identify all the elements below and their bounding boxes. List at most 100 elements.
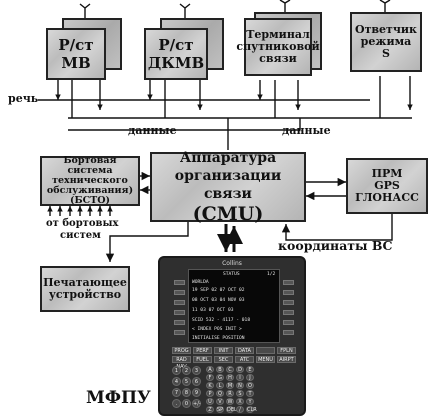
cmu-line3: (CMU) bbox=[192, 203, 264, 225]
xpdr-line2: режима bbox=[360, 35, 412, 48]
transponder-block: Ответчик режима S bbox=[350, 12, 422, 72]
gps-line3: ГЛОНАСС bbox=[355, 191, 419, 204]
data-label-right: данные bbox=[282, 124, 331, 137]
mcdu-label: МФПУ bbox=[86, 388, 151, 408]
function-key-r2-6[interactable]: AIRPT bbox=[277, 356, 296, 363]
function-key-r1-4[interactable]: DATA bbox=[235, 347, 254, 354]
letter-key-12[interactable]: L bbox=[216, 382, 224, 389]
screen-line-1: WORLDA bbox=[192, 280, 209, 285]
digit-key-4[interactable]: 4 bbox=[172, 377, 181, 386]
digit-key-10[interactable]: . bbox=[172, 399, 181, 408]
letter-key-21[interactable]: U bbox=[206, 398, 214, 405]
letter-key-8[interactable]: H bbox=[226, 374, 234, 381]
mcdu-screen: STATUS 1/2 WORLDA 19 SEP 02 07 OCT 02 08… bbox=[188, 269, 280, 343]
bsto-line1: Бортовая bbox=[63, 155, 117, 166]
letter-key-25[interactable]: Y bbox=[246, 398, 254, 405]
bsto-block: Бортовая система технического обслуживан… bbox=[40, 156, 140, 206]
letter-key-29[interactable]: / bbox=[236, 406, 244, 413]
letter-key-9[interactable]: I bbox=[236, 374, 244, 381]
line-select-key-left-6[interactable] bbox=[174, 330, 185, 335]
radio-mv-line1: Р/ст bbox=[58, 36, 94, 54]
digit-key-5[interactable]: 5 bbox=[182, 377, 191, 386]
mcdu-brand: Collins bbox=[222, 260, 242, 267]
function-key-r2-4[interactable]: ATC bbox=[235, 356, 254, 363]
line-select-key-right-1[interactable] bbox=[283, 280, 294, 285]
letter-key-23[interactable]: W bbox=[226, 398, 234, 405]
letter-key-22[interactable]: V bbox=[216, 398, 224, 405]
line-select-key-right-5[interactable] bbox=[283, 320, 294, 325]
letter-key-1[interactable]: A bbox=[206, 366, 214, 373]
function-key-r1-5[interactable] bbox=[256, 347, 275, 354]
bsto-line5: (БСТО) bbox=[69, 195, 110, 206]
letter-key-18[interactable]: R bbox=[226, 390, 234, 397]
letter-key-2[interactable]: B bbox=[216, 366, 224, 373]
letter-key-15[interactable]: O bbox=[246, 382, 254, 389]
letter-key-4[interactable]: D bbox=[236, 366, 244, 373]
letter-key-13[interactable]: M bbox=[226, 382, 234, 389]
cmu-block: Аппаратура организации связи (CMU) bbox=[150, 150, 306, 225]
function-key-r1-3[interactable]: INIT bbox=[214, 347, 233, 354]
digit-key-3[interactable]: 3 bbox=[192, 366, 201, 375]
letter-key-3[interactable]: C bbox=[226, 366, 234, 373]
digit-key-12[interactable]: +/- bbox=[192, 399, 201, 408]
satcom-line1: Терминал bbox=[246, 28, 310, 41]
mcdu-device: Collins STATUS 1/2 WORLDA 19 SEP 02 07 O… bbox=[158, 256, 306, 416]
screen-line-2: 19 SEP 02 07 OCT 02 bbox=[192, 288, 245, 293]
line-select-key-left-5[interactable] bbox=[174, 320, 185, 325]
letter-key-24[interactable]: X bbox=[236, 398, 244, 405]
letter-key-16[interactable]: P bbox=[206, 390, 214, 397]
line-select-key-left-2[interactable] bbox=[174, 290, 185, 295]
from-systems-label-2: систем bbox=[60, 230, 101, 241]
function-key-r2-2[interactable]: FUEL bbox=[193, 356, 212, 363]
gps-receiver-block: ПРМ GPS ГЛОНАСС bbox=[346, 158, 428, 214]
letter-key-19[interactable]: S bbox=[236, 390, 244, 397]
function-key-r2-5[interactable]: MENU bbox=[256, 356, 275, 363]
gps-line1: ПРМ bbox=[371, 167, 403, 180]
digit-key-2[interactable]: 2 bbox=[182, 366, 191, 375]
letter-key-5[interactable]: E bbox=[246, 366, 254, 373]
bsto-line2: система bbox=[67, 165, 113, 176]
function-key-r2-1[interactable]: RAD NAV bbox=[172, 356, 191, 370]
function-key-r1-2[interactable]: PERF bbox=[193, 347, 212, 354]
cmu-line2: организации связи bbox=[174, 168, 282, 202]
letter-key-6[interactable]: F bbox=[206, 374, 214, 381]
line-select-key-right-6[interactable] bbox=[283, 330, 294, 335]
letter-key-11[interactable]: K bbox=[206, 382, 214, 389]
line-select-key-left-1[interactable] bbox=[174, 280, 185, 285]
letter-key-20[interactable]: T bbox=[246, 390, 254, 397]
screen-title: STATUS bbox=[223, 272, 240, 277]
line-select-key-right-2[interactable] bbox=[283, 290, 294, 295]
digit-key-8[interactable]: 8 bbox=[182, 388, 191, 397]
letter-key-30[interactable]: CLR bbox=[246, 406, 257, 413]
screen-page: 1/2 bbox=[267, 272, 276, 277]
radio-dkmv-block: Р/ст ДКМВ bbox=[144, 28, 208, 80]
digit-key-11[interactable]: 0 bbox=[182, 399, 191, 408]
line-select-key-left-4[interactable] bbox=[174, 310, 185, 315]
digit-key-7[interactable]: 7 bbox=[172, 388, 181, 397]
speech-label: речь bbox=[8, 92, 39, 105]
function-key-r2-3[interactable]: SEC bbox=[214, 356, 233, 363]
letter-key-26[interactable]: Z bbox=[206, 406, 214, 413]
coords-label: координаты ВС bbox=[278, 238, 393, 253]
letter-key-27[interactable]: SP bbox=[216, 406, 224, 413]
digit-key-1[interactable]: 1 bbox=[172, 366, 181, 375]
letter-key-7[interactable]: G bbox=[216, 374, 224, 381]
function-key-r1-6[interactable]: FPLN bbox=[277, 347, 296, 354]
letter-key-17[interactable]: Q bbox=[216, 390, 224, 397]
digit-key-9[interactable]: 9 bbox=[192, 388, 201, 397]
satcom-line2: спутниковой bbox=[236, 40, 320, 53]
xpdr-line1: Ответчик bbox=[354, 23, 417, 36]
letter-key-14[interactable]: N bbox=[236, 382, 244, 389]
function-key-r1-1[interactable]: PROG bbox=[172, 347, 191, 354]
letter-key-10[interactable]: J bbox=[246, 374, 254, 381]
cmu-line1: Аппаратура bbox=[179, 150, 277, 166]
line-select-key-right-3[interactable] bbox=[283, 300, 294, 305]
digit-key-6[interactable]: 6 bbox=[192, 377, 201, 386]
letter-key-28[interactable]: DEL bbox=[226, 406, 237, 413]
radio-dkmv-line2: ДКМВ bbox=[147, 54, 205, 72]
xpdr-line3: S bbox=[382, 47, 390, 60]
line-select-key-right-4[interactable] bbox=[283, 310, 294, 315]
line-select-key-left-3[interactable] bbox=[174, 300, 185, 305]
